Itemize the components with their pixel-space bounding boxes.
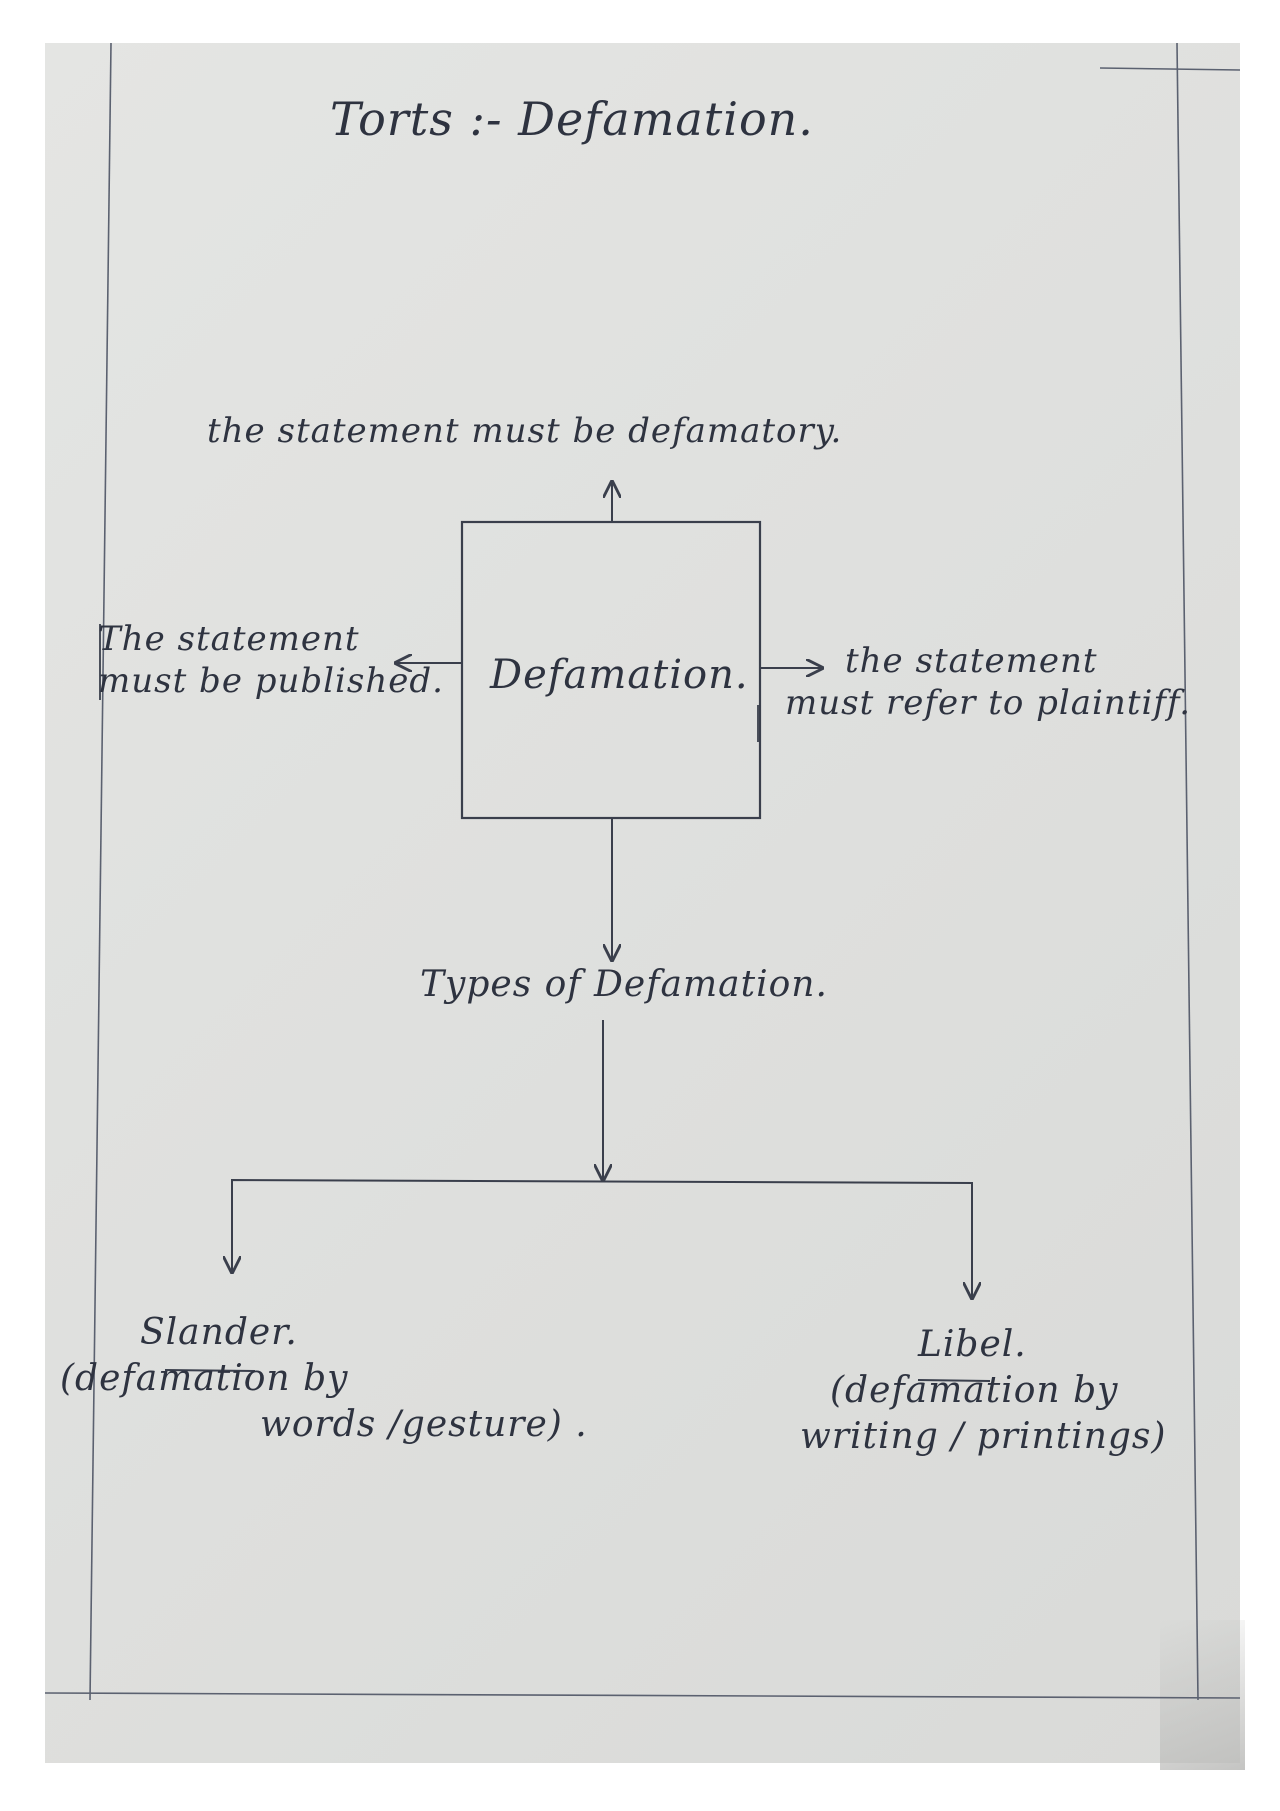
footer-rule [44, 1692, 1241, 1699]
top-note: the statement must be defamatory. [207, 411, 843, 451]
header-rule [1099, 67, 1241, 71]
slander-desc-line-2: words /gesture) . [260, 1404, 588, 1445]
margin-right-rule [1176, 42, 1199, 1701]
types-heading: Types of Defamation. [420, 964, 828, 1005]
slander-block: Slander. (defamation by words /gesture) … [60, 1310, 588, 1448]
left-note-line-2: must be published. [98, 661, 444, 701]
libel-desc-line-1: (defamation by [830, 1370, 1119, 1411]
center-node-label: Defamation. [490, 652, 749, 698]
libel-name: Libel. [918, 1324, 1027, 1365]
left-note: The statement must be published. [98, 618, 444, 702]
slander-desc-line-1: (defamation by [60, 1358, 349, 1399]
right-note-line-1: the statement [845, 641, 1098, 681]
slander-underline [164, 1369, 256, 1372]
paper-sheet [45, 43, 1240, 1763]
branch-line [231, 1178, 973, 1292]
libel-desc-line-2: writing / printings) [800, 1416, 1167, 1457]
right-note: the statement must refer to plaintiff. [785, 640, 1191, 724]
page-title: Torts :- Defamation. [330, 92, 814, 146]
libel-underline [917, 1379, 991, 1382]
margin-left-rule [89, 42, 112, 1701]
right-note-line-2: must refer to plaintiff. [785, 683, 1192, 723]
left-note-line-1: The statement [98, 619, 360, 659]
libel-block: Libel. (defamation by writing / printing… [800, 1322, 1166, 1460]
paper-shadow [1160, 1620, 1245, 1770]
slander-name: Slander. [140, 1312, 298, 1353]
